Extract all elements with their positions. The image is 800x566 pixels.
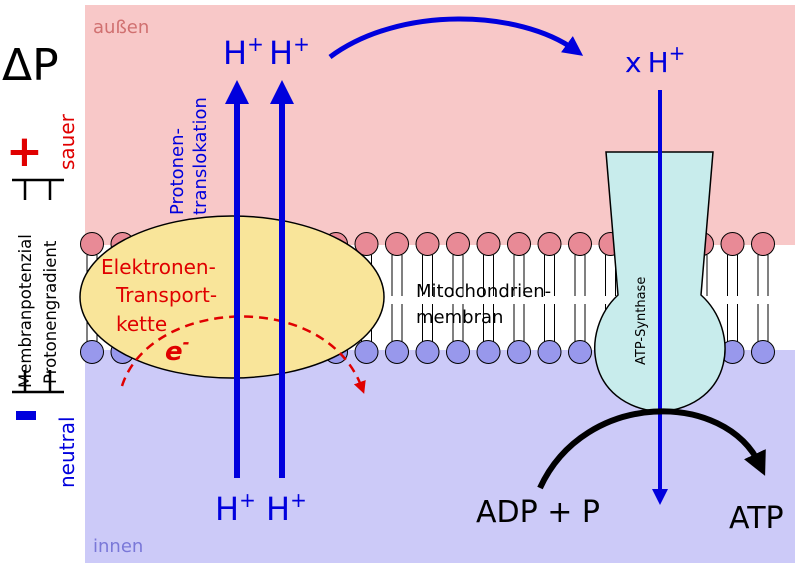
neutral-label: neutral	[55, 416, 79, 488]
proton-inside-1: H+	[215, 488, 256, 528]
lipid-head-inner	[507, 340, 531, 364]
inside-label: innen	[93, 536, 143, 557]
proton-inside-2: H+	[266, 488, 307, 528]
lipid-head-outer	[385, 232, 409, 256]
lipid-head-outer	[507, 232, 531, 256]
lipid-head-inner	[751, 340, 775, 364]
acid-label: sauer	[55, 113, 79, 170]
lipid-head-inner	[476, 340, 501, 364]
atp-synthase-label: ATP-Synthase	[634, 277, 649, 365]
membrane-potential-label: Membranpotenzial	[16, 234, 35, 388]
lipid-head-inner	[354, 340, 379, 364]
lipid-head-inner	[415, 340, 440, 364]
proton-transfer-arrow	[328, 16, 584, 60]
lipid-head-outer	[720, 232, 745, 256]
electron-flow-arrow	[120, 315, 366, 394]
proton-outside-2: H+	[269, 32, 310, 72]
lipid-head-inner	[80, 340, 104, 364]
lipid-head-inner	[446, 340, 470, 364]
adp-label: ADP + P	[476, 495, 600, 530]
electron-symbol: e	[165, 337, 183, 367]
lipid-head-outer	[751, 232, 775, 256]
outside-label: außen	[93, 17, 149, 38]
membrane-label-line-2: membran	[416, 307, 503, 328]
lipid-head-outer	[354, 232, 379, 256]
membrane-label: Mitochondrien- membran	[416, 281, 557, 328]
lipid-head-outer	[568, 232, 592, 256]
lipid-head-outer	[446, 232, 470, 256]
plus-sign: +	[6, 126, 43, 177]
etc-label-line-1: Elektronen-	[101, 255, 216, 279]
lipid-head-outer	[415, 232, 440, 256]
etc-label-line-2: Transport-	[115, 283, 217, 307]
lipid-head-outer	[476, 232, 501, 256]
membrane-label-line-1: Mitochondrien-	[416, 281, 551, 302]
etc-label-line-3: kette	[116, 312, 167, 336]
lipid-head-inner	[385, 340, 409, 364]
atp-production-arrow	[537, 408, 766, 490]
delta-p-label: ΔP	[2, 40, 59, 91]
lipid-head-outer	[80, 232, 104, 256]
etc-label: Elektronen- Transport- kette	[101, 255, 223, 336]
proton-translocation-line-2: translokation	[190, 97, 211, 215]
electron-transport-chain	[79, 215, 385, 379]
proton-translocation-label: Protonen- translokation	[167, 97, 211, 215]
proton-translocation-line-1: Protonen-	[167, 128, 188, 215]
minus-sign	[16, 411, 36, 420]
electron-charge: -	[183, 333, 190, 353]
lipid-head-inner	[568, 340, 592, 364]
lipid-head-outer	[537, 232, 562, 256]
proton-gradient-label: Protonengradient	[41, 240, 60, 384]
proton-outside-1: H+	[223, 32, 264, 72]
atp-label: ATP	[729, 501, 784, 536]
lipid-head-inner	[537, 340, 562, 364]
electron-label: e-	[165, 333, 190, 367]
